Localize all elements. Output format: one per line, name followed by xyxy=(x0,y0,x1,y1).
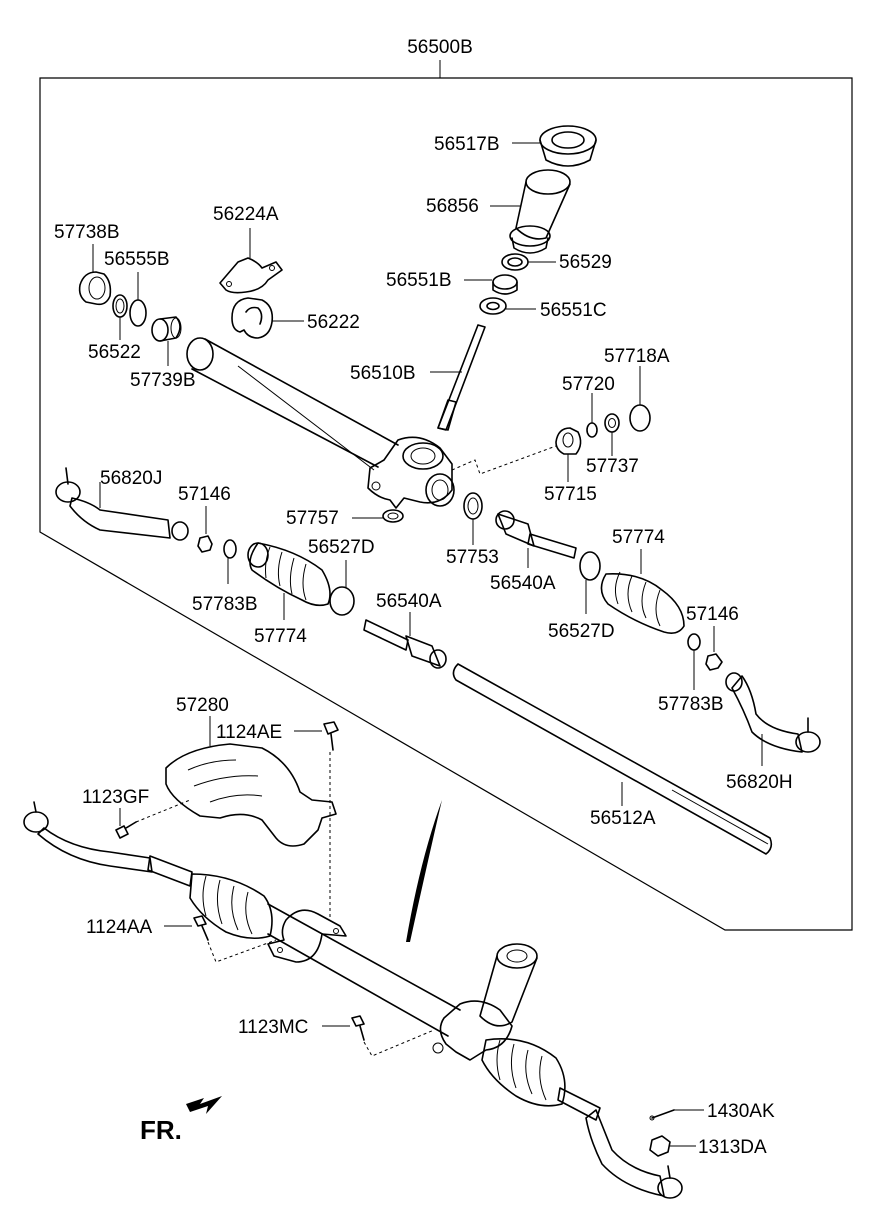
label-56540a-left: 56540A xyxy=(376,591,442,612)
label-56551b: 56551B xyxy=(386,270,452,291)
part-56820h-tie-rod-end-right xyxy=(725,672,821,766)
part-assembled-steering-gear xyxy=(23,801,683,1199)
label-56856: 56856 xyxy=(426,196,479,217)
part-57774-boot-right xyxy=(600,549,685,634)
label-56527d-right: 56527D xyxy=(548,621,615,642)
part-56222-bushing xyxy=(231,297,304,339)
part-rack-housing xyxy=(186,337,557,509)
label-56222: 56222 xyxy=(307,312,360,333)
part-57718a-ring xyxy=(629,366,651,432)
part-57280-heat-shield xyxy=(165,716,337,847)
label-56540a-right: 56540A xyxy=(490,573,556,594)
front-label: FR. xyxy=(140,1115,182,1145)
part-56551b-bearing xyxy=(464,274,518,295)
part-57774-boot-left xyxy=(247,542,331,620)
part-56856-housing xyxy=(490,169,571,254)
part-57757-ring xyxy=(352,509,404,523)
decorative-wedge xyxy=(406,800,442,942)
label-assembly: 56500B xyxy=(407,37,473,58)
label-57718a: 57718A xyxy=(604,346,670,367)
part-57739b-bushing xyxy=(151,316,182,366)
label-56517b: 56517B xyxy=(434,134,500,155)
label-57739b: 57739B xyxy=(130,370,196,391)
part-57715-yoke xyxy=(555,427,582,482)
label-56510b: 56510B xyxy=(350,363,416,384)
label-56820h: 56820H xyxy=(726,772,793,793)
part-57720-nut xyxy=(586,393,598,438)
label-56820j: 56820J xyxy=(100,468,162,489)
part-57737-washer xyxy=(604,413,620,456)
label-1124ae: 1124AE xyxy=(216,722,282,743)
label-56551c: 56551C xyxy=(540,300,607,321)
label-57753: 57753 xyxy=(446,547,499,568)
label-1123mc: 1123MC xyxy=(238,1017,308,1038)
label-1430ak: 1430AK xyxy=(707,1101,775,1122)
part-57783b-clip-left xyxy=(223,539,237,584)
part-1430ak-cotter-pin xyxy=(649,1109,704,1121)
label-56555b: 56555B xyxy=(104,249,170,270)
part-1123mc-bolt xyxy=(322,1015,435,1057)
part-56527d-clamp-right xyxy=(579,551,601,614)
part-56529-ring xyxy=(501,253,556,271)
part-1123gf-bolt xyxy=(115,799,191,839)
part-57738b-cap xyxy=(78,244,112,306)
part-56510b-pinion-shaft xyxy=(430,324,486,431)
front-direction-indicator: FR. xyxy=(140,1096,222,1145)
part-57146-nut-left xyxy=(197,506,213,553)
label-56512a: 56512A xyxy=(590,808,656,829)
part-56540a-inner-tie-rod-left xyxy=(363,612,447,669)
part-1124ae-bolt xyxy=(294,721,339,920)
label-56527d-left: 56527D xyxy=(308,537,375,558)
label-57737: 57737 xyxy=(586,456,639,477)
label-57738b: 57738B xyxy=(54,222,120,243)
part-56522-ring xyxy=(112,294,128,340)
label-56522: 56522 xyxy=(88,342,141,363)
assembly-boundary xyxy=(39,60,853,931)
label-56224a: 56224A xyxy=(213,204,279,225)
front-arrow-icon xyxy=(186,1096,222,1114)
label-57720: 57720 xyxy=(562,374,615,395)
part-56512a-rack-bar xyxy=(452,663,773,855)
label-57146-left: 57146 xyxy=(178,484,231,505)
label-56529: 56529 xyxy=(559,252,612,273)
label-57757: 57757 xyxy=(286,508,339,529)
label-1123gf: 1123GF xyxy=(82,787,149,808)
label-57280: 57280 xyxy=(176,695,229,716)
part-56527d-clamp-left xyxy=(329,560,355,616)
label-57774-right: 57774 xyxy=(612,527,665,548)
part-56224a-bracket xyxy=(219,228,283,294)
part-57146-nut-right xyxy=(705,626,723,671)
part-56555b-ring xyxy=(129,272,147,327)
label-57783b-right: 57783B xyxy=(658,694,724,715)
part-56540a-inner-tie-rod-right xyxy=(495,510,577,568)
label-57146-right: 57146 xyxy=(686,604,739,625)
part-56517b-cap xyxy=(512,125,597,167)
label-57774-left: 57774 xyxy=(254,626,307,647)
part-labels: 56500B 56517B 56856 56224A 57738B 56555B… xyxy=(54,37,793,1158)
part-1313da-nut xyxy=(649,1135,696,1157)
label-57783b-left: 57783B xyxy=(192,594,258,615)
label-1124aa: 1124AA xyxy=(86,917,153,938)
label-1313da: 1313DA xyxy=(698,1137,767,1158)
part-57753-seal xyxy=(463,492,483,545)
part-57783b-clip-right xyxy=(687,633,701,690)
part-1124aa-bolt xyxy=(164,915,277,963)
part-56551c-bearing xyxy=(479,297,536,315)
part-56820j-tie-rod-end-left xyxy=(55,467,189,541)
label-57715: 57715 xyxy=(544,484,597,505)
